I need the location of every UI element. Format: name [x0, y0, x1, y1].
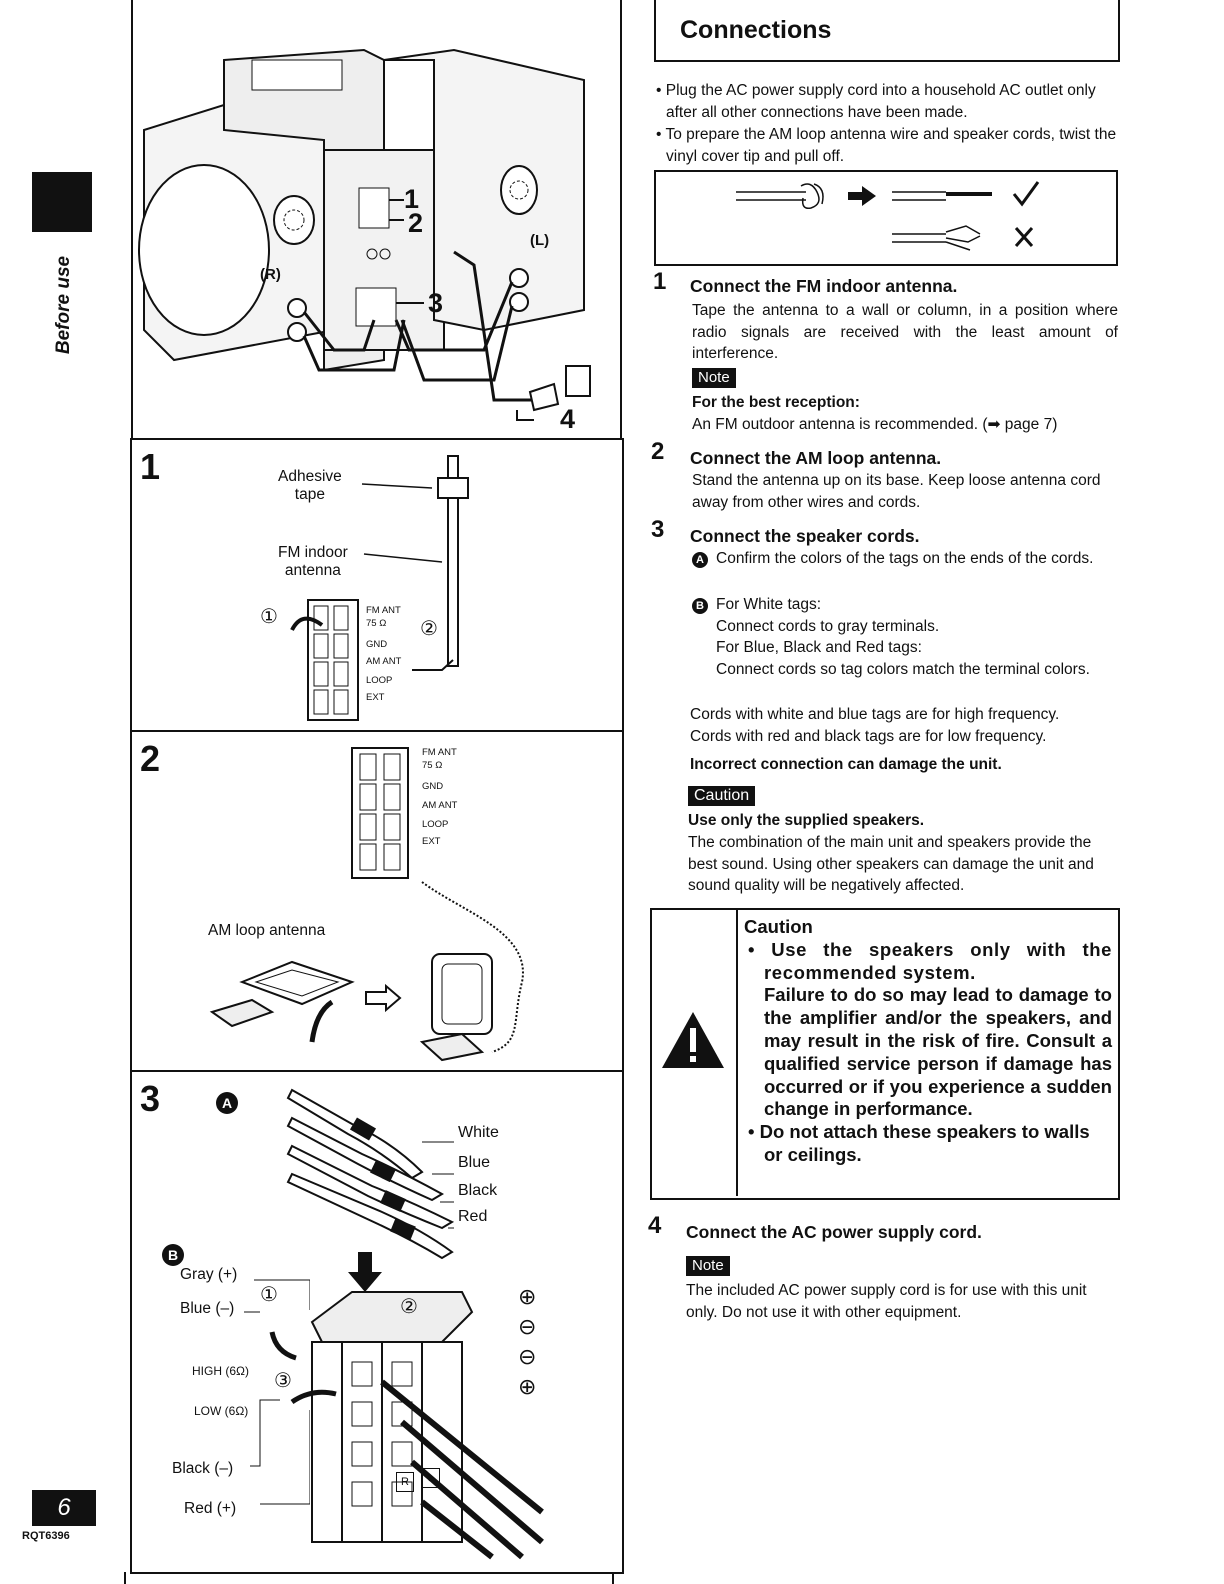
panel-1-number: 1 — [140, 446, 161, 487]
red-plus-label: Red (+) — [184, 1500, 237, 1517]
fm-antenna-diagram — [290, 455, 469, 721]
speaker-left-label: (L) — [530, 232, 550, 249]
step-2-heading: Connect the AM loop antenna. — [690, 448, 942, 468]
caution-bullet-1-more: Failure to do so may lead to damage to t… — [764, 984, 1112, 1120]
speaker-terminal-diagram — [269, 1252, 544, 1560]
model-code: RQT6396 — [22, 1530, 70, 1542]
step-4-number: 4 — [648, 1212, 662, 1239]
step-3-number: 3 — [651, 516, 665, 543]
low-label: LOW (6Ω) — [194, 1404, 249, 1418]
gray-plus-label: Gray (+) — [180, 1266, 238, 1283]
section-label: Before use — [53, 255, 74, 355]
step-3-caution-tag: Caution — [688, 786, 756, 806]
step-1-text: Tape the antenna to a wall or column, in… — [692, 302, 1118, 362]
intro-bullets: • Plug the AC power supply cord into a h… — [656, 82, 1117, 165]
callout-1: 1 — [404, 184, 420, 214]
caution-bullet-2: • Do not attach these speakers to walls … — [748, 1121, 1090, 1165]
caution-box: Caution • Use the speakers only with the… — [650, 908, 1120, 1200]
step-1-number: 1 — [653, 268, 667, 295]
high-label: HIGH (6Ω) — [192, 1364, 249, 1378]
caution-title: Caution — [744, 916, 813, 937]
step-4-note-text: The included AC power supply cord is for… — [686, 1282, 1087, 1321]
black-minus-label: Black (–) — [172, 1460, 234, 1477]
blue-minus-label: Blue (–) — [180, 1300, 235, 1317]
step-2-text: Stand the antenna up on its base. Keep l… — [692, 472, 1101, 511]
callout-3: 3 — [428, 288, 444, 318]
warning-triangle-icon — [662, 1012, 724, 1068]
step-circle-1: ① — [260, 606, 278, 628]
left-divider — [131, 0, 133, 440]
terminal-circle-2: ② — [400, 1296, 418, 1318]
title-box: Connections — [654, 0, 1120, 62]
step-3-warning: Incorrect connection can damage the unit… — [690, 756, 1002, 773]
caution-content: Caution • Use the speakers only with the… — [736, 910, 1118, 1196]
step-circle-2: ② — [420, 618, 438, 640]
step-3-heading: Connect the speaker cords. — [690, 526, 920, 546]
panel-speaker-cords: 3 A B White Blue Black Red — [130, 1070, 624, 1574]
terminal-circle-1: ① — [260, 1284, 278, 1306]
panel-3-number: 3 — [140, 1078, 161, 1119]
page-number: 6 — [32, 1490, 96, 1526]
callout-4: 4 — [560, 404, 576, 434]
speaker-right-label: (R) — [260, 266, 281, 283]
caution-bullet-1: • Use the speakers only with the recomme… — [748, 938, 1112, 983]
bottom-divider-right — [612, 1572, 614, 1584]
speaker-wire-ends — [286, 1088, 455, 1260]
center-divider — [620, 0, 622, 440]
step-4-note-tag: Note — [686, 1256, 730, 1276]
step-1-heading: Connect the FM indoor antenna. — [690, 276, 958, 296]
step-1-note-heading: For the best reception: — [692, 394, 860, 411]
am-antenna-diagram — [209, 747, 524, 1062]
label-leader-lines — [244, 1279, 310, 1505]
stereo-system-illustration — [138, 48, 591, 421]
step-3-caution-text: The combination of the main unit and spe… — [688, 834, 1094, 894]
terminal-circle-3: ③ — [274, 1370, 292, 1392]
channel-r-mark: R — [396, 1472, 414, 1492]
channel-l-mark: L — [422, 1468, 440, 1488]
wire-red-label: Red — [458, 1208, 488, 1225]
step-1-note-tag: Note — [692, 368, 736, 388]
wire-black-label: Black — [458, 1182, 498, 1199]
callout-2: 2 — [408, 208, 424, 238]
section-tab-marker — [32, 172, 92, 232]
marker-b: B — [162, 1244, 184, 1266]
wire-white-label: White — [458, 1124, 499, 1141]
am-loop-label: AM loop antenna — [208, 922, 326, 939]
step-2-number: 2 — [651, 438, 665, 465]
page-title: Connections — [680, 16, 832, 44]
step-3-caution-heading: Use only the supplied speakers. — [688, 812, 925, 829]
polarity-marks: ⊕⊖⊖⊕ — [518, 1284, 537, 1399]
step-3-frequency: Cords with white and blue tags are for h… — [690, 706, 1060, 745]
wire-blue-label: Blue — [458, 1154, 491, 1171]
step-1-note-text: An FM outdoor antenna is recommended. (➡… — [692, 416, 1058, 433]
panel-2-number: 2 — [140, 738, 161, 779]
step-4-heading: Connect the AC power supply cord. — [686, 1222, 982, 1242]
bottom-divider-left — [124, 1572, 126, 1584]
marker-a: A — [216, 1092, 238, 1114]
wire-prep-diagram — [654, 170, 1118, 266]
